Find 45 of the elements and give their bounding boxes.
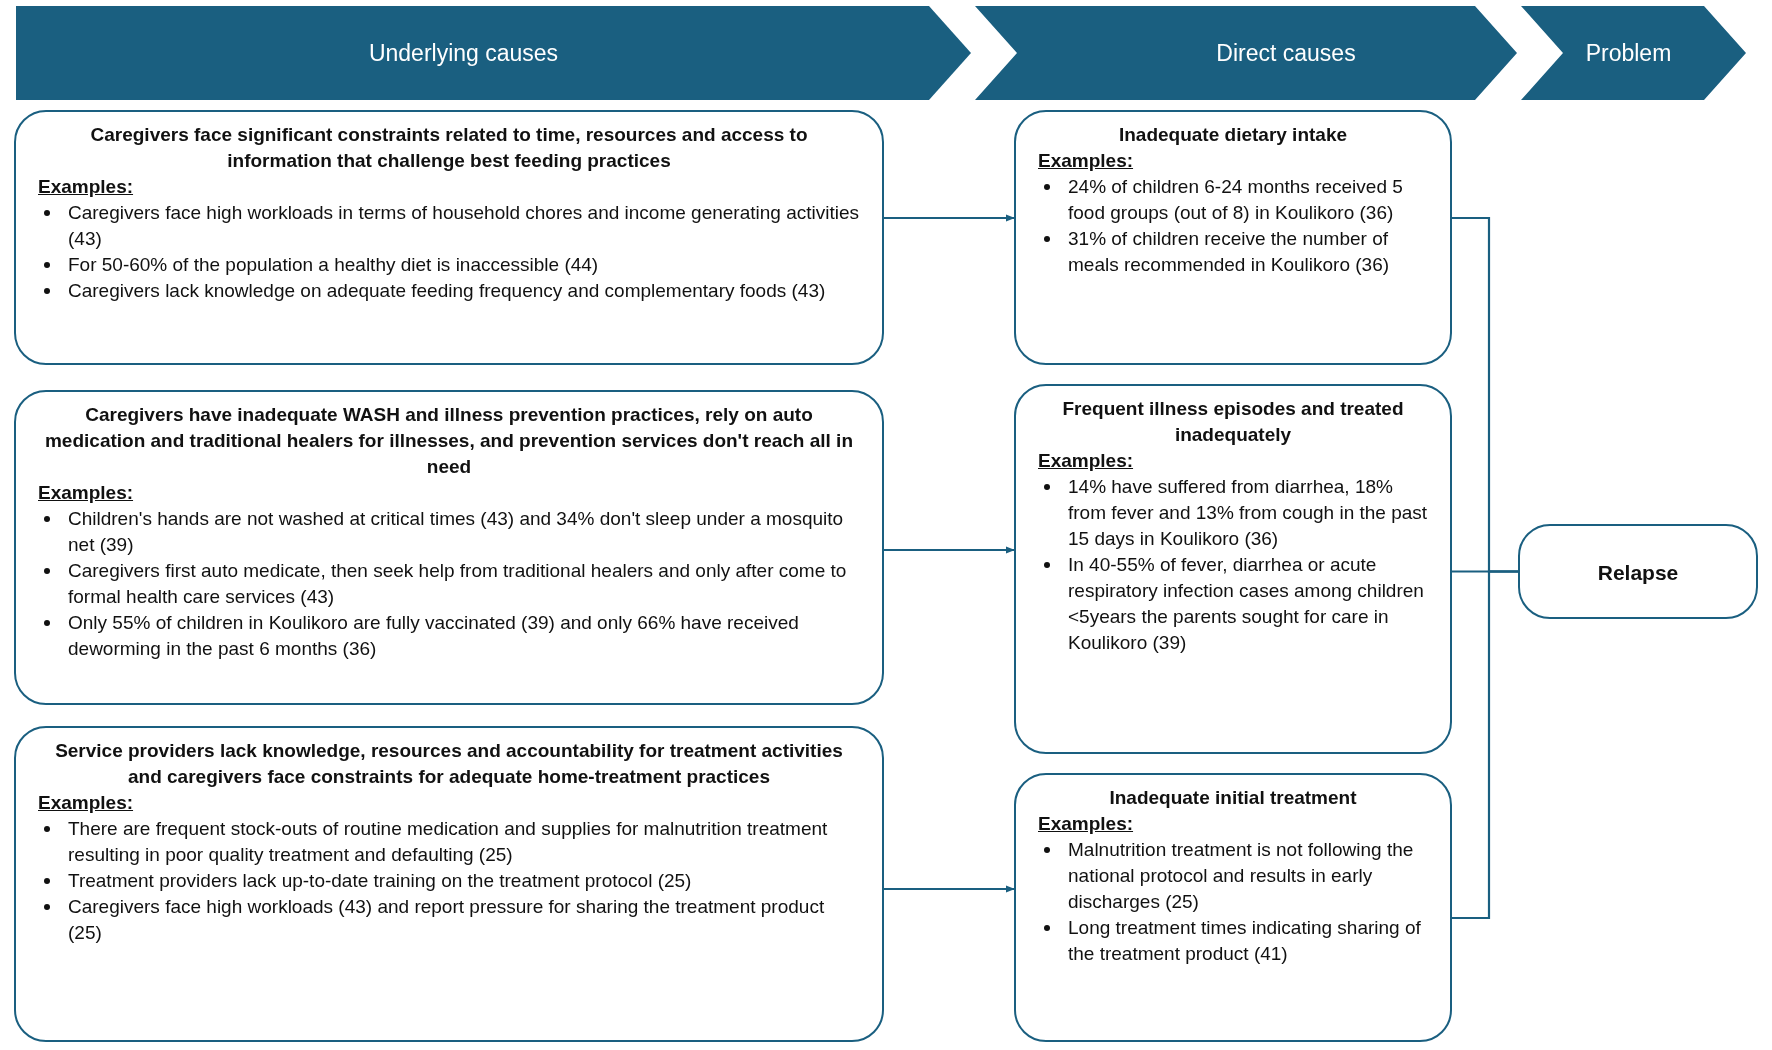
chevron-band: [1521, 6, 1746, 100]
bullet-text: Long treatment times indicating sharing of the treatment product (41): [1068, 916, 1422, 966]
bullet-text: Children's hands are not washed at critical times (43) and 34% don't sleep under a mosquito net (39): [68, 507, 845, 557]
bullet-text: In 40-55% of fever, diarrhea or acute respiratory infection cases among children <5years the parents sought for care in Koulikoro (39): [1068, 553, 1425, 655]
outcome-text: Relapse: [1597, 559, 1679, 586]
cause-box: [1014, 773, 1452, 1042]
bracket-line: [1452, 570, 1518, 920]
box-heading: Caregivers face significant constraints related to time, resources and access to information that challenge best feeding practices: [89, 123, 809, 173]
examples-label: Examples:: [1038, 149, 1134, 173]
bullet-text: Caregivers first auto medicate, then seek help from traditional healers and only after come to formal health care services (43): [68, 559, 848, 609]
bullet-text: 31% of children receive the number of meals recommended in Koulikoro (36): [1068, 227, 1391, 277]
cause-box: [14, 390, 884, 705]
bullet-text: Caregivers face high workloads (43) and report pressure for sharing the treatment product (25): [68, 895, 826, 945]
cause-box: [1014, 384, 1452, 754]
chevron-band: [975, 6, 1517, 100]
bullet-text: There are frequent stock-outs of routine medication and supplies for malnutrition treatment resulting in poor quality treatment and defaulting (25): [68, 817, 829, 867]
outcome-box: [1518, 524, 1758, 619]
cause-box: [14, 726, 884, 1042]
arrow: [884, 214, 1015, 222]
bullet-text: Caregivers face high workloads in terms of household chores and income generating activities (43): [68, 201, 860, 251]
arrow: [884, 885, 1015, 893]
box-heading: Inadequate initial treatment: [1108, 786, 1358, 810]
stage-label: Underlying causes: [367, 38, 560, 68]
bullet-text: Only 55% of children in Koulikoro are fully vaccinated (39) and only 66% have received deworming in the past 6 months (36): [68, 611, 800, 661]
examples-label: Examples:: [38, 175, 134, 199]
chevron-band: [16, 6, 971, 100]
bullet-text: 24% of children 6-24 months received 5 food groups (out of 8) in Koulikoro (36): [1068, 175, 1404, 225]
bullet-text: Treatment providers lack up-to-date training on the treatment protocol (25): [68, 869, 692, 893]
box-heading: Frequent illness episodes and treated inadequately: [1061, 397, 1405, 447]
bullet-text: For 50-60% of the population a healthy diet is inaccessible (44): [68, 253, 599, 277]
cause-box: [1014, 110, 1452, 365]
examples-label: Examples:: [1038, 812, 1134, 836]
cause-box: [14, 110, 884, 365]
examples-label: Examples:: [1038, 449, 1134, 473]
box-heading: Caregivers have inadequate WASH and illness prevention practices, rely on auto medication and traditional healers for illnesses, and prevention services don't reach all in need: [43, 403, 854, 479]
box-heading: Inadequate dietary intake: [1117, 123, 1349, 147]
examples-label: Examples:: [38, 791, 134, 815]
examples-label: Examples:: [38, 481, 134, 505]
bullet-text: 14% have suffered from diarrhea, 18% from fever and 13% from cough in the past 15 days in Koulikoro (36): [1068, 475, 1428, 551]
bullet-text: Malnutrition treatment is not following the national protocol and results in early discharges (25): [1068, 838, 1415, 914]
arrow: [884, 546, 1015, 554]
box-heading: Service providers lack knowledge, resources and accountability for treatment activities and caregivers face constraints for adequate home-treatment practices: [54, 739, 844, 789]
stage-label: Problem: [1584, 38, 1673, 68]
bullet-text: Caregivers lack knowledge on adequate feeding frequency and complementary foods (43): [68, 279, 826, 303]
stage-label: Direct causes: [1215, 38, 1357, 68]
